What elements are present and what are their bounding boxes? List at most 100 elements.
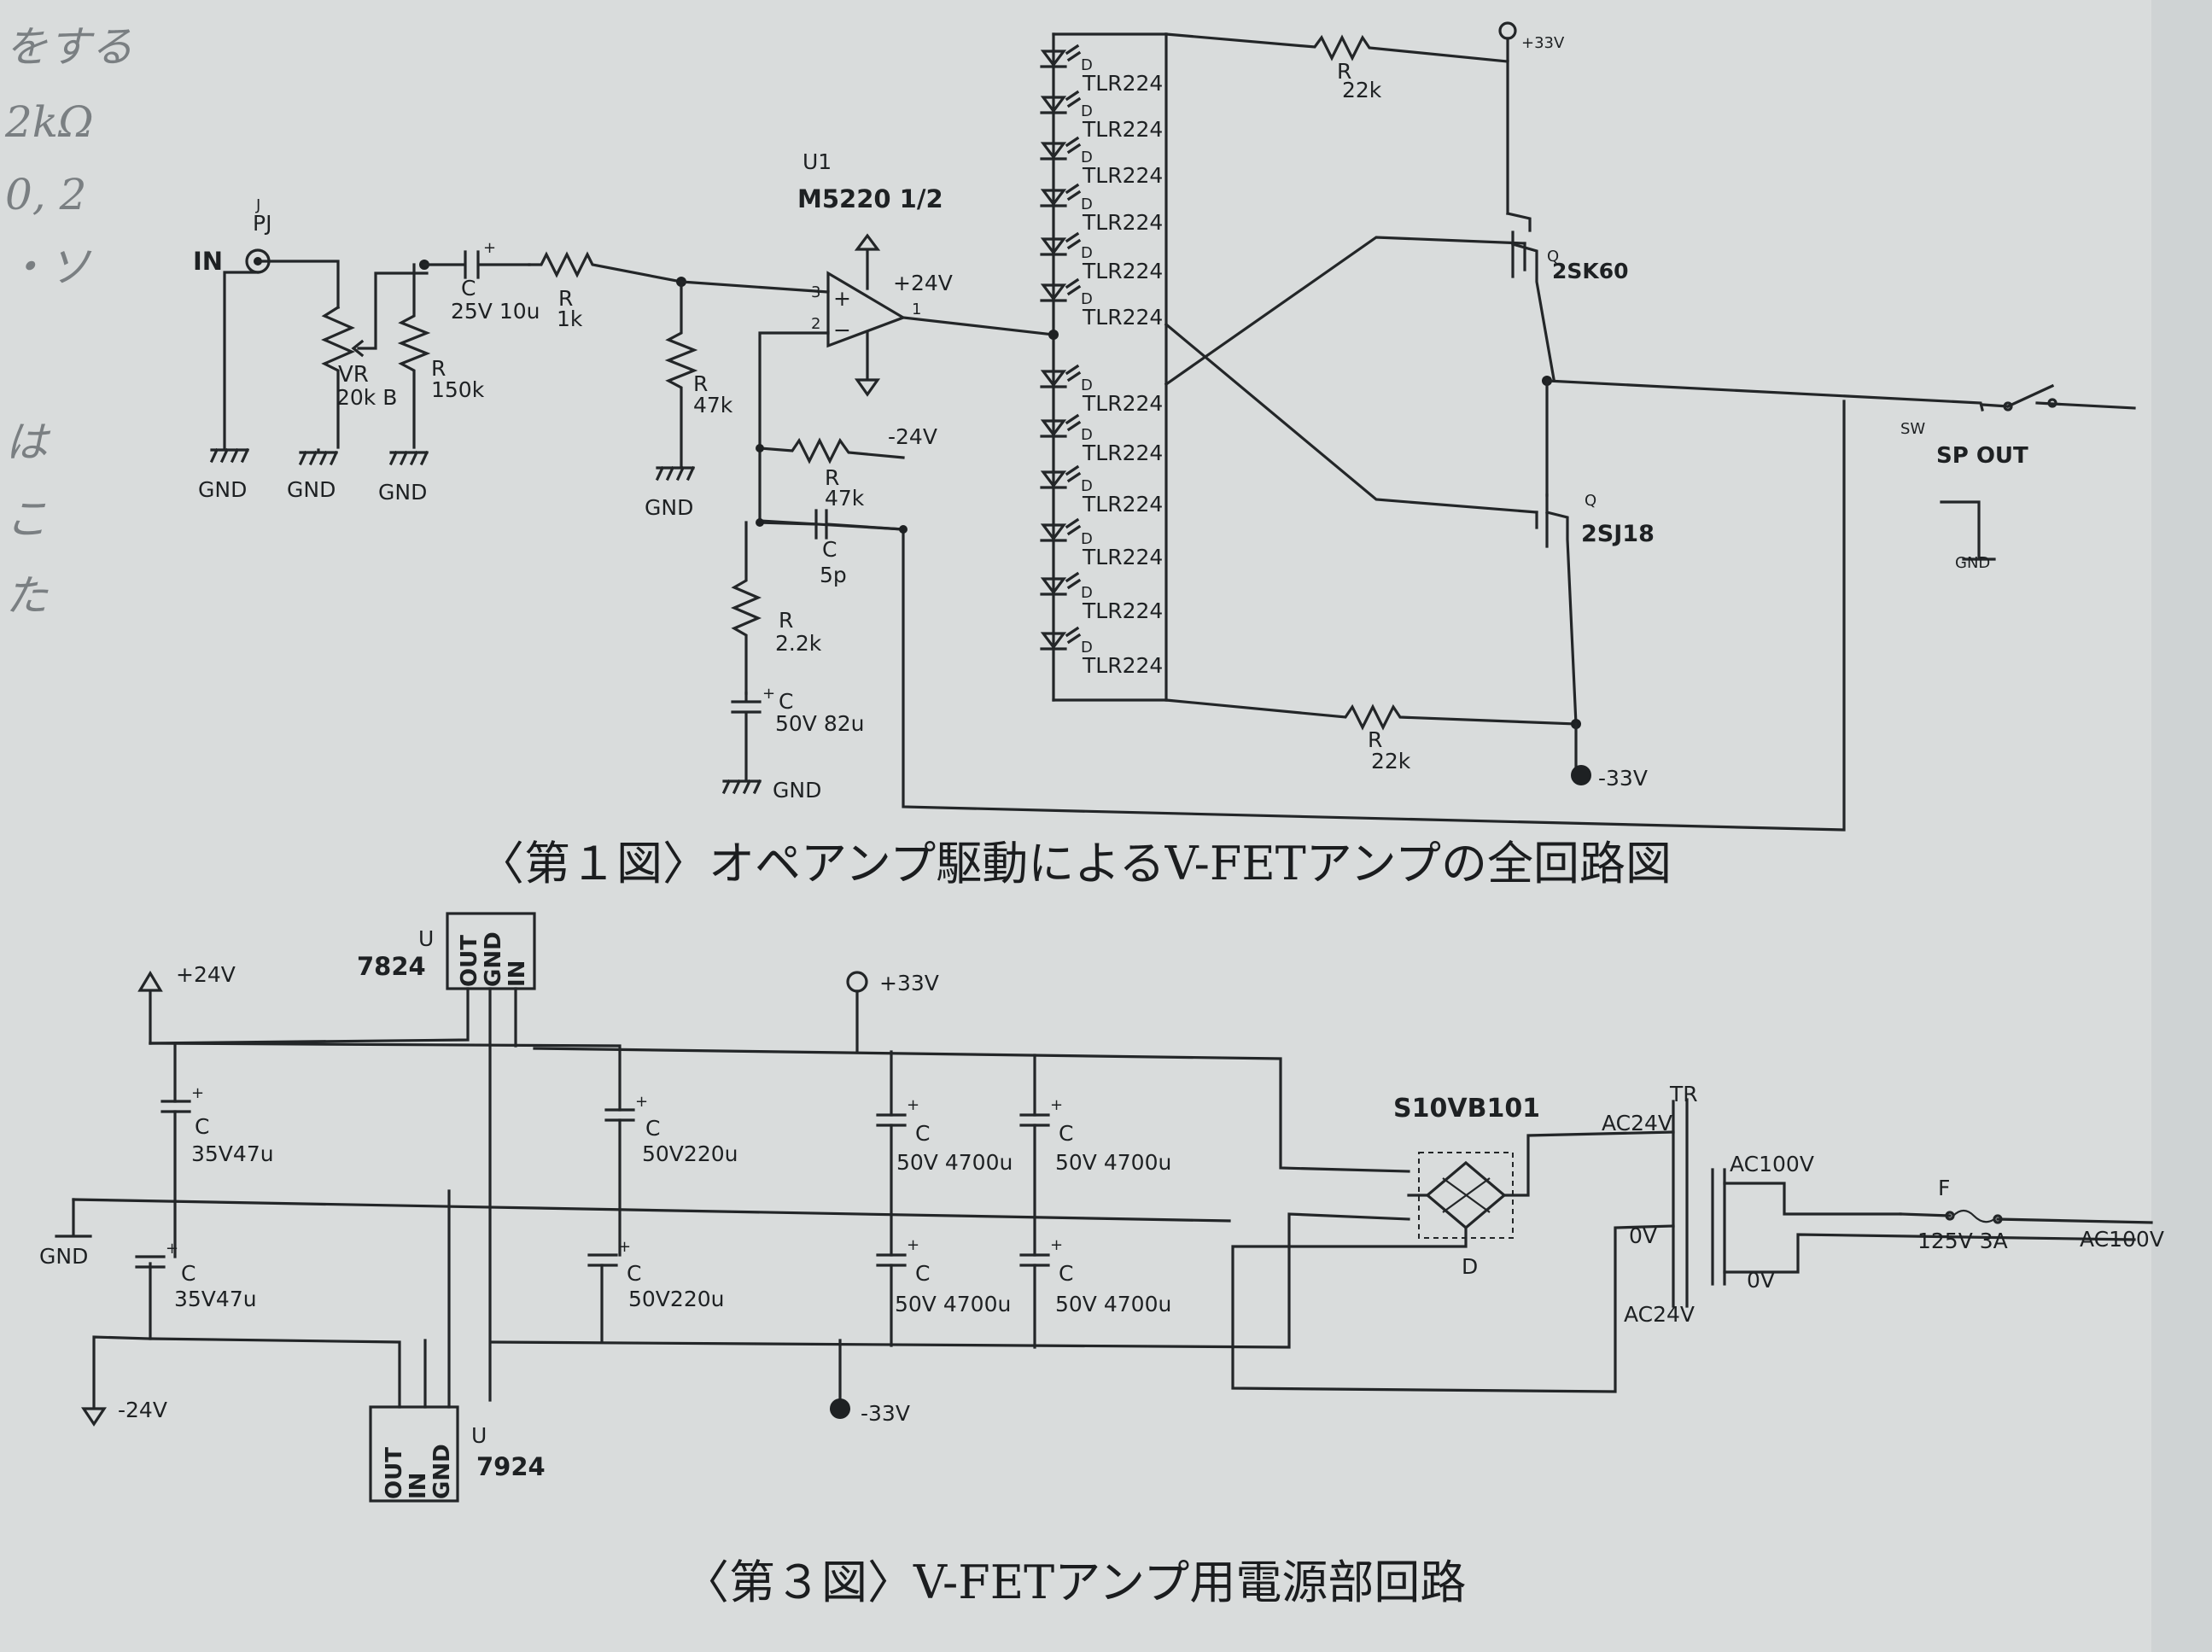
svg-text:47k: 47k bbox=[825, 486, 865, 511]
pos33-rail bbox=[533, 1047, 1410, 1173]
svg-text:R: R bbox=[779, 608, 793, 633]
svg-text:0V: 0V bbox=[1629, 1223, 1657, 1248]
regulator-neg-pins bbox=[149, 1189, 451, 1409]
svg-text:SW: SW bbox=[1900, 420, 1925, 438]
left-cap-wires bbox=[149, 1042, 177, 1339]
svg-text:+24V: +24V bbox=[176, 962, 236, 987]
gain-capacitor-82u: + C 50V 82u bbox=[731, 685, 865, 780]
svg-text:IN: IN bbox=[505, 960, 530, 987]
terminal-pos24: +24V bbox=[137, 962, 236, 1045]
gate-drive-top bbox=[1164, 236, 1526, 387]
svg-text:GND: GND bbox=[1955, 554, 1990, 572]
svg-text:R: R bbox=[1337, 59, 1351, 84]
bridge-rectifier-s10vb101: S10VB101 D bbox=[1393, 1094, 1540, 1279]
svg-text:AC100V: AC100V bbox=[1730, 1152, 1814, 1176]
svg-text:AC24V: AC24V bbox=[1624, 1302, 1695, 1327]
speaker-output: SW SP OUT GND bbox=[1900, 383, 2136, 572]
diode-ref: D bbox=[1081, 530, 1093, 548]
svg-text:+33V: +33V bbox=[879, 971, 939, 995]
svg-text:GND: GND bbox=[481, 931, 506, 987]
svg-text:R: R bbox=[1368, 727, 1382, 752]
svg-text:S10VB101: S10VB101 bbox=[1393, 1094, 1540, 1124]
capacitor-4700u-b: + C 50V 4700u bbox=[1019, 1096, 1171, 1175]
ground-symbols-fig1: GND GND GND GND GND bbox=[198, 447, 821, 803]
page-edge bbox=[2151, 0, 2212, 1652]
fet-2sk60: Q 2SK60 bbox=[1506, 212, 1629, 381]
resistor-150k: R 150k bbox=[397, 263, 485, 449]
figure-3-power-supply: U 7824 OUT GND IN U 7924 OUT IN GND +24V… bbox=[39, 912, 2164, 1609]
u1-part: M5220 1/2 bbox=[797, 184, 943, 213]
svg-text:−: − bbox=[833, 318, 851, 342]
svg-text:50V220u: 50V220u bbox=[642, 1141, 738, 1166]
svg-text:-24V: -24V bbox=[118, 1398, 167, 1422]
svg-text:U: U bbox=[418, 926, 434, 951]
svg-text:+: + bbox=[1050, 1096, 1063, 1114]
svg-text:-33V: -33V bbox=[861, 1401, 910, 1426]
figure-1-caption: 〈第１図〉オペアンプ駆動によるV-FETアンプの全回路図 bbox=[478, 837, 1672, 890]
svg-text:2SK60: 2SK60 bbox=[1552, 259, 1629, 283]
capacitor-35v47u-bottom: + C 35V47u bbox=[135, 1240, 257, 1311]
svg-text:22k: 22k bbox=[1342, 78, 1382, 102]
opamp-vneg: -24V bbox=[888, 424, 937, 449]
gnd-label: GND bbox=[645, 495, 693, 520]
svg-text:C: C bbox=[915, 1121, 930, 1146]
svg-text:1: 1 bbox=[912, 301, 921, 318]
diode-part: TLR224 bbox=[1082, 545, 1163, 569]
svg-text:+: + bbox=[762, 685, 775, 703]
ground-symbol-fig3: GND bbox=[39, 1198, 92, 1269]
svg-text:50V 4700u: 50V 4700u bbox=[1055, 1150, 1171, 1175]
jack-ref: J bbox=[255, 196, 260, 214]
capacitor-4700u-a: + C 50V 4700u bbox=[876, 1096, 1013, 1175]
svg-text:D: D bbox=[1462, 1254, 1478, 1279]
opamp-vpos: +24V bbox=[893, 271, 953, 295]
svg-text:C: C bbox=[181, 1261, 196, 1286]
opamp-m5220: + − 3 2 1 U1 M5220 1/2 +24V -24V bbox=[797, 149, 953, 449]
svg-text:2.2k: 2.2k bbox=[775, 631, 822, 656]
svg-text:-33V: -33V bbox=[1598, 766, 1648, 791]
svg-text:C: C bbox=[195, 1114, 209, 1139]
ground-rail bbox=[72, 1198, 1231, 1223]
supply-33v-bottom: -33V bbox=[1571, 765, 1648, 791]
vr-ref: VR bbox=[338, 362, 369, 388]
svg-text:35V47u: 35V47u bbox=[191, 1141, 274, 1166]
capacitor-50v220u-top: + C 50V220u bbox=[604, 1093, 738, 1166]
fet-2sj18: Q 2SJ18 bbox=[1535, 492, 1655, 726]
svg-text:+: + bbox=[618, 1238, 631, 1256]
svg-text:C: C bbox=[915, 1261, 930, 1286]
diode-part: TLR224 bbox=[1082, 391, 1163, 416]
jack-type: PJ bbox=[253, 211, 271, 236]
svg-text:22k: 22k bbox=[1371, 749, 1411, 773]
regulator-7824: U 7824 OUT GND IN bbox=[357, 912, 536, 990]
svg-text:+: + bbox=[483, 239, 496, 257]
diode-ref: D bbox=[1081, 584, 1093, 602]
svg-text:GND: GND bbox=[429, 1444, 455, 1499]
diode-string-rails bbox=[1052, 32, 1168, 702]
diode-ref: D bbox=[1081, 426, 1093, 444]
svg-text:50V 82u: 50V 82u bbox=[775, 711, 865, 736]
input-jack: IN J PJ bbox=[193, 196, 271, 276]
bridge-wires bbox=[1231, 1130, 1675, 1393]
diode-ref: D bbox=[1081, 290, 1093, 308]
diode-ref: D bbox=[1081, 56, 1093, 74]
svg-text:AC24V: AC24V bbox=[1602, 1111, 1672, 1135]
primary-wires bbox=[1723, 1182, 2136, 1274]
svg-text:AC100V: AC100V bbox=[2080, 1227, 2164, 1252]
diode-ref: D bbox=[1081, 477, 1093, 495]
diode-part: TLR224 bbox=[1082, 305, 1163, 330]
margin-line-1: をする bbox=[5, 22, 133, 72]
margin-line-5: は bbox=[5, 417, 51, 467]
resistor-1k: R 1k bbox=[528, 251, 683, 331]
bias-resistor-bottom: R 22k bbox=[1164, 698, 1578, 773]
svg-text:C: C bbox=[1059, 1121, 1073, 1146]
svg-text:50V 4700u: 50V 4700u bbox=[1055, 1292, 1171, 1316]
gnd-label: GND bbox=[378, 480, 427, 505]
capacitor-35v47u-top: + C 35V47u bbox=[161, 1084, 274, 1166]
capacitor-50v220u-bottom: + C 50V220u bbox=[587, 1238, 724, 1311]
diode-ref: D bbox=[1081, 102, 1093, 120]
diode-ref: D bbox=[1081, 377, 1093, 394]
svg-text:2: 2 bbox=[811, 315, 820, 333]
